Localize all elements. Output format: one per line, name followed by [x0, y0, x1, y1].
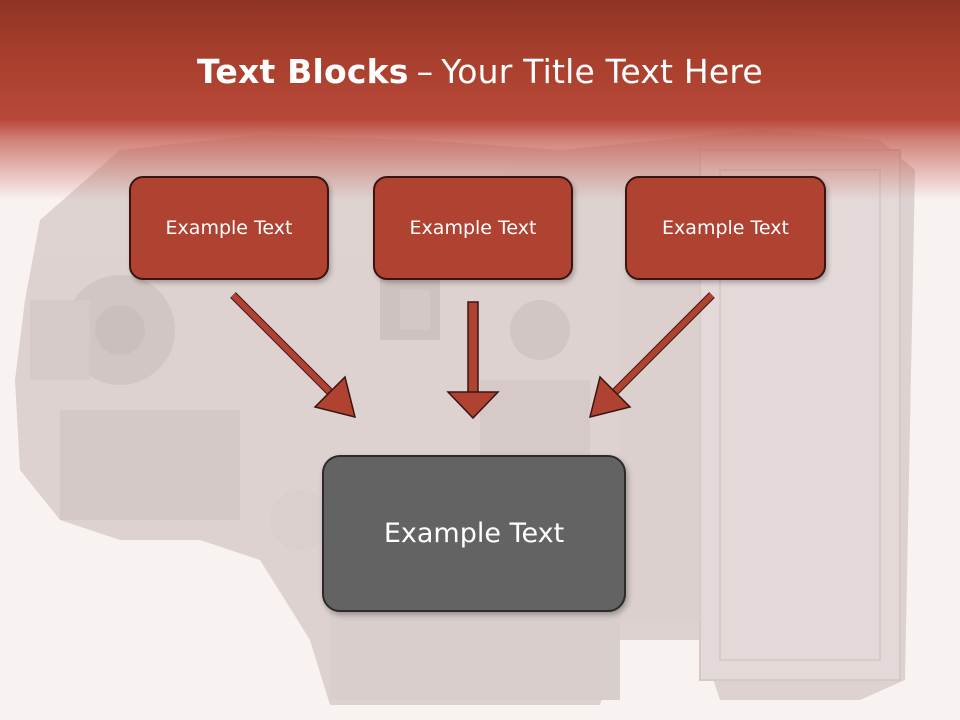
title-separator: – [416, 52, 434, 91]
main-text-block[interactable]: Example Text [322, 455, 626, 612]
text-block-2-label: Example Text [409, 217, 537, 239]
main-text-block-label: Example Text [383, 518, 565, 549]
text-block-1-label: Example Text [165, 217, 293, 239]
header-band [0, 0, 960, 200]
arrow-left [230, 292, 357, 419]
text-block-2[interactable]: Example Text [373, 176, 573, 280]
text-block-3[interactable]: Example Text [625, 176, 826, 280]
arrow-center [446, 301, 500, 420]
slide-title: Text Blocks–Your Title Text Here [0, 52, 960, 91]
text-block-1[interactable]: Example Text [129, 176, 329, 280]
text-block-3-label: Example Text [662, 217, 789, 239]
title-bold-text: Text Blocks [197, 52, 409, 91]
arrow-right [588, 292, 715, 419]
title-rest-text: Your Title Text Here [441, 52, 763, 91]
